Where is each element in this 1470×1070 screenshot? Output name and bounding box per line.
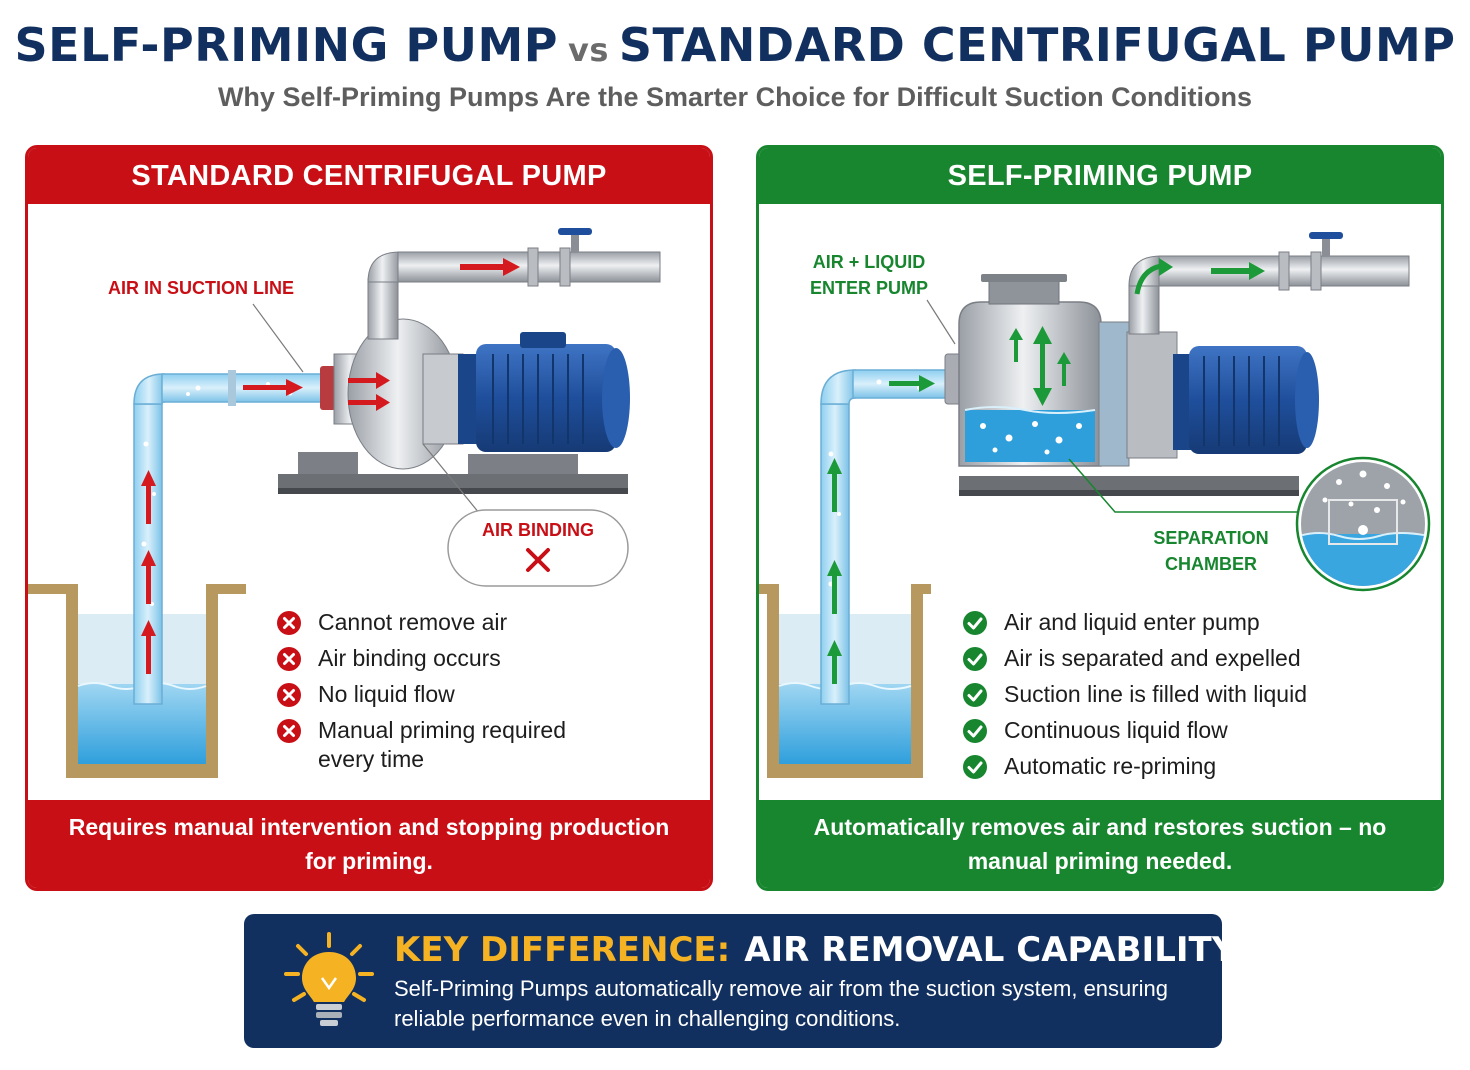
bullet-text: Air and liquid enter pump bbox=[1004, 609, 1260, 635]
standard-bullet-list: Cannot remove air Air binding occurs No … bbox=[276, 608, 576, 781]
title-right: STANDARD CENTRIFUGAL PUMP bbox=[618, 18, 1456, 72]
suction-flow-arrows bbox=[827, 375, 935, 684]
air-liquid-label-line2: ENTER PUMP bbox=[810, 278, 928, 298]
bullet-text: Air binding occurs bbox=[318, 645, 501, 671]
key-difference-heading: AIR REMOVAL CAPABILITY bbox=[744, 930, 1237, 970]
list-item: Air binding occurs bbox=[276, 644, 576, 673]
bullet-text: No liquid flow bbox=[318, 681, 455, 707]
pump-casing bbox=[944, 274, 1178, 467]
self-priming-pump-diagram: AIR + LIQUID ENTER PUMP SEPARATION CHAMB… bbox=[759, 232, 1431, 778]
list-item: Suction line is filled with liquid bbox=[962, 680, 1307, 709]
check-circle-icon bbox=[963, 611, 987, 635]
self-priming-bullet-list: Air and liquid enter pump Air is separat… bbox=[962, 608, 1307, 788]
air-binding-label: AIR BINDING bbox=[482, 520, 594, 540]
list-item: Air and liquid enter pump bbox=[962, 608, 1307, 637]
bullet-text: Suction line is filled with liquid bbox=[1004, 681, 1307, 707]
bullet-text: Cannot remove air bbox=[318, 609, 508, 635]
chamber-leader bbox=[1068, 458, 1299, 513]
bullet-text: Continuous liquid flow bbox=[1004, 717, 1228, 743]
list-item: Manual priming required every time bbox=[276, 716, 576, 774]
air-suction-leader bbox=[252, 303, 304, 373]
bullet-text: Manual priming required every time bbox=[318, 717, 567, 772]
air-suction-label: AIR IN SUCTION LINE bbox=[108, 278, 294, 298]
standard-pump-panel: STANDARD CENTRIFUGAL PUMP bbox=[25, 145, 713, 891]
separation-chamber-zoom bbox=[1295, 456, 1431, 592]
air-binding-callout bbox=[447, 509, 629, 587]
key-difference-label: KEY DIFFERENCE: bbox=[394, 930, 731, 970]
discharge-pipe bbox=[1128, 232, 1410, 335]
suction-flow-arrows bbox=[141, 379, 303, 674]
suction-pipe bbox=[133, 370, 325, 705]
suction-pipe bbox=[820, 369, 954, 705]
key-difference-box: KEY DIFFERENCE: AIR REMOVAL CAPABILITY Se… bbox=[244, 914, 1236, 1048]
standard-panel-header: STANDARD CENTRIFUGAL PUMP bbox=[28, 148, 710, 204]
check-circle-icon bbox=[963, 755, 987, 779]
x-circle-icon bbox=[277, 683, 301, 707]
air-liquid-leader bbox=[926, 299, 956, 345]
standard-pump-diagram: AIR IN SUCTION LINE AIR BINDING bbox=[28, 228, 661, 778]
lightbulb-icon bbox=[284, 932, 374, 1026]
title-left: SELF-PRIMING PUMP bbox=[14, 18, 558, 72]
bullet-text: Air is separated and expelled bbox=[1004, 645, 1301, 671]
check-circle-icon bbox=[963, 719, 987, 743]
check-circle-icon bbox=[963, 647, 987, 671]
list-item: Automatic re-priming bbox=[962, 752, 1307, 781]
key-difference-title: KEY DIFFERENCE: AIR REMOVAL CAPABILITY bbox=[394, 930, 1236, 970]
electric-motor bbox=[1173, 346, 1319, 454]
separation-chamber-label-line1: SEPARATION bbox=[1153, 528, 1268, 548]
separation-chamber-label-line2: CHAMBER bbox=[1165, 554, 1257, 574]
electric-motor bbox=[458, 332, 630, 452]
key-difference-text: Self-Priming Pumps automatically remove … bbox=[394, 976, 1168, 1031]
self-priming-panel-header: SELF-PRIMING PUMP bbox=[759, 148, 1441, 204]
list-item: No liquid flow bbox=[276, 680, 576, 709]
list-item: Cannot remove air bbox=[276, 608, 576, 637]
list-item: Continuous liquid flow bbox=[962, 716, 1307, 745]
pump-casing bbox=[320, 318, 464, 470]
discharge-pipe bbox=[367, 228, 661, 340]
pump-base bbox=[959, 476, 1299, 496]
self-priming-panel: SELF-PRIMING PUMP bbox=[756, 145, 1444, 891]
title-vs: vs bbox=[567, 31, 609, 69]
x-circle-icon bbox=[277, 611, 301, 635]
standard-panel-footer: Requires manual intervention and stoppin… bbox=[28, 800, 710, 888]
list-item: Air is separated and expelled bbox=[962, 644, 1307, 673]
pump-base bbox=[278, 452, 628, 494]
x-circle-icon bbox=[277, 719, 301, 743]
self-priming-panel-footer: Automatically removes air and restores s… bbox=[759, 800, 1441, 888]
air-liquid-label-line1: AIR + LIQUID bbox=[813, 252, 926, 272]
check-circle-icon bbox=[963, 683, 987, 707]
x-circle-icon bbox=[277, 647, 301, 671]
bullet-text: Automatic re-priming bbox=[1004, 753, 1217, 779]
fail-x-icon bbox=[526, 548, 550, 572]
page-subtitle: Why Self-Priming Pumps Are the Smarter C… bbox=[217, 82, 1253, 112]
